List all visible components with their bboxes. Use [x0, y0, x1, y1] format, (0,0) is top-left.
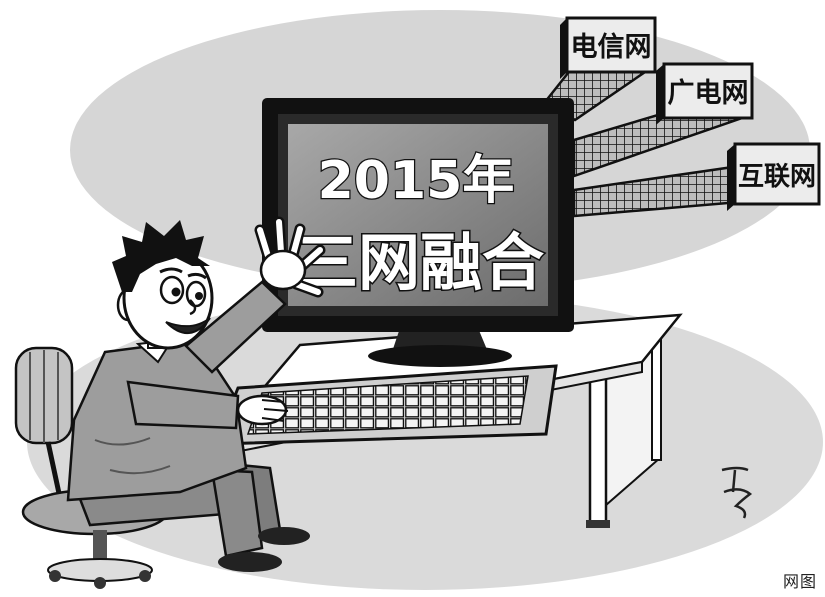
- monitor-screen: [288, 124, 548, 306]
- network-box-telecom: 电信网: [560, 16, 657, 79]
- artist-signature: [721, 466, 753, 519]
- man-eyebrow: [159, 267, 207, 280]
- typing-fingers: [261, 399, 289, 422]
- man: [66, 216, 326, 572]
- network-box-internet: 互联网: [727, 142, 821, 211]
- box-side: [656, 64, 664, 125]
- screen-headline: 三网融合: [296, 226, 544, 299]
- desk-leg-foot: [586, 520, 610, 528]
- screen-year: 2015年: [318, 151, 515, 211]
- man-mouth: [165, 317, 211, 334]
- chair-post: [93, 530, 107, 566]
- box-face: [733, 142, 821, 206]
- man-shoe: [258, 527, 310, 545]
- box-side: [560, 18, 567, 79]
- palm: [259, 249, 307, 291]
- monitor-base: [368, 345, 512, 367]
- chair-wheel: [49, 570, 61, 582]
- chair: [14, 346, 169, 589]
- desk-front-leg: [588, 364, 608, 528]
- man-shoe: [218, 552, 282, 572]
- man-raised-hand: [254, 216, 326, 298]
- box-face: [565, 16, 657, 74]
- man-nose: [189, 299, 197, 316]
- finger-fill: [257, 219, 323, 295]
- box-face: [662, 62, 754, 120]
- man-lower-arm: [126, 380, 240, 430]
- network-label: 互联网: [738, 162, 816, 192]
- man-pupil: [195, 292, 203, 300]
- network-box-broadcast: 广电网: [656, 62, 754, 125]
- chair-wheel: [139, 570, 151, 582]
- monitor: 2015年 三网融合: [262, 98, 574, 332]
- network-label: 广电网: [668, 78, 749, 109]
- box-side: [727, 144, 735, 211]
- man-shirt-fold: [94, 437, 171, 475]
- chair-support: [45, 441, 63, 499]
- man-pupil: [171, 287, 181, 297]
- man-raised-arm: [184, 280, 287, 374]
- man-hair: [112, 220, 210, 292]
- network-label: 电信网: [571, 32, 652, 63]
- image-credit: 网图: [782, 572, 817, 591]
- chair-wheel: [94, 577, 106, 589]
- keyboard: [213, 364, 558, 446]
- chair-backrest-stripes: [29, 350, 59, 443]
